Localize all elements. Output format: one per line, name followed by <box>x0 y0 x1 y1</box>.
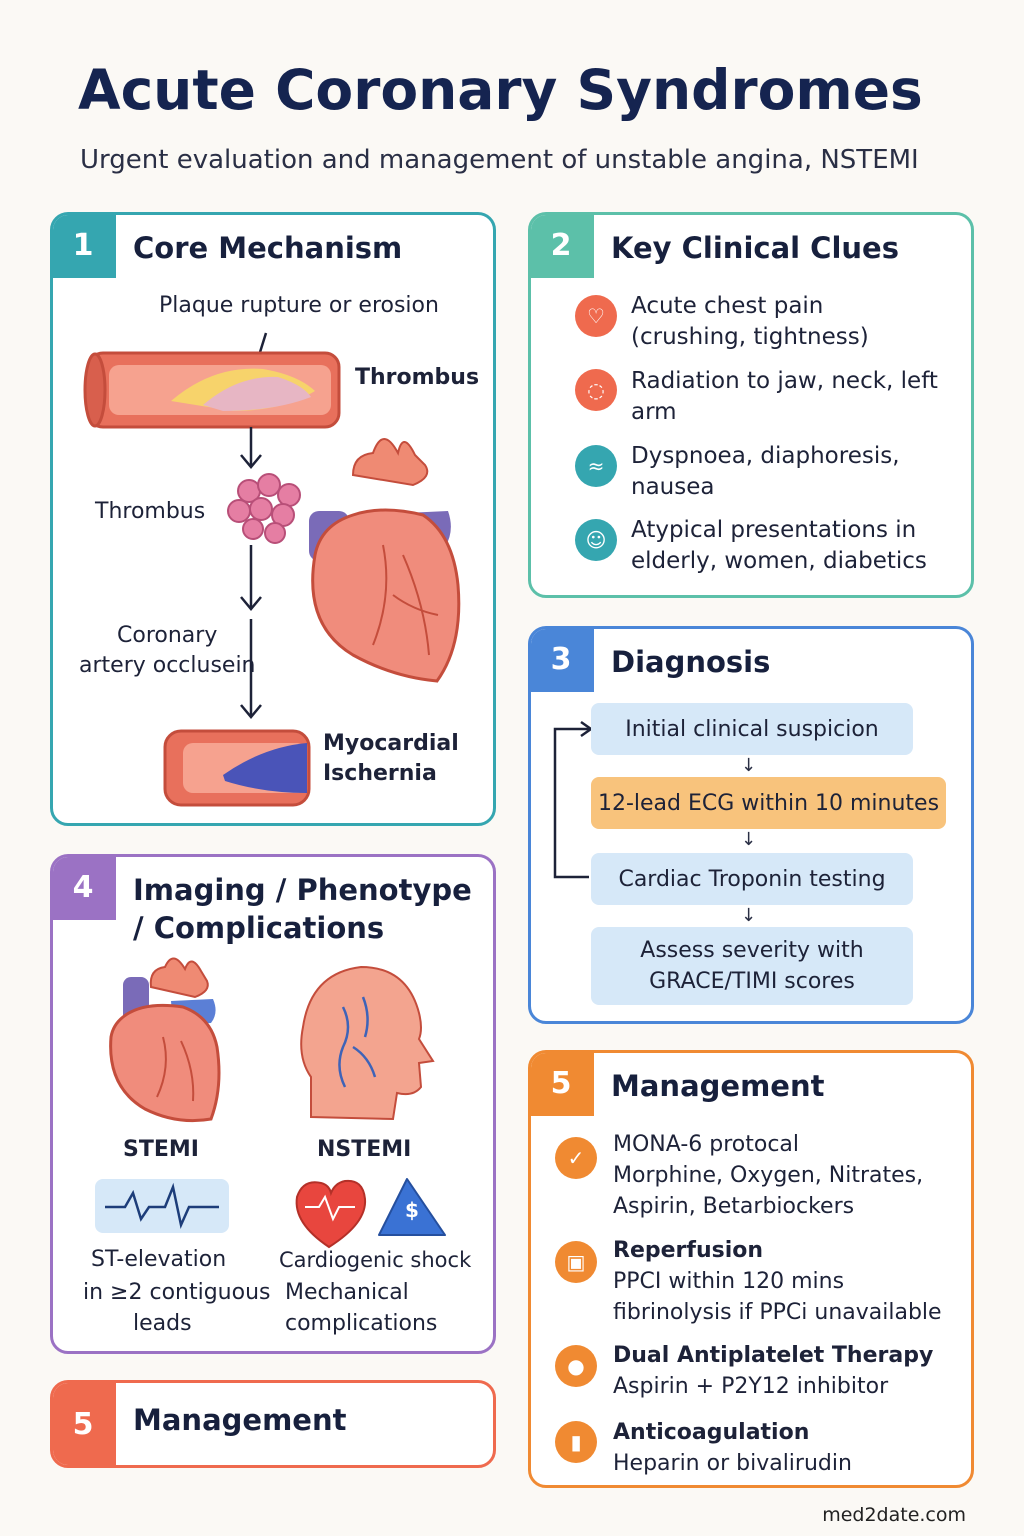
breathing-icon: ≈ <box>575 445 617 487</box>
mechanism-illustration <box>83 332 461 807</box>
stemi-label: STEMI <box>123 1137 199 1162</box>
panel-number: 3 <box>531 629 594 692</box>
elderly-person-icon: ☺ <box>575 519 617 561</box>
nstemi-desc: Cardiogenic shock <box>279 1248 472 1272</box>
radiation-icon: ◌ <box>575 369 617 411</box>
panel-number: 4 <box>53 857 116 920</box>
heart-icon <box>309 438 461 683</box>
panel-title: Imaging / Phenotype / Complications <box>133 873 472 945</box>
panel-title: Diagnosis <box>611 645 771 679</box>
panel-management: 5 Management ✓ MONA-6 protocal Morphine,… <box>528 1050 974 1488</box>
stemi-desc: leads <box>133 1311 192 1336</box>
management-item: MONA-6 protocal Morphine, Oxygen, Nitrat… <box>613 1132 924 1219</box>
check-icon: ✓ <box>555 1137 597 1179</box>
management-item: Reperfusion PPCI within 120 mins fibrino… <box>613 1238 942 1325</box>
vial-icon: ▮ <box>555 1421 597 1463</box>
pills-icon: ● <box>555 1345 597 1387</box>
diagnosis-step: Initial clinical suspicion <box>591 703 913 755</box>
nstemi-desc: complications <box>285 1311 438 1336</box>
stemi-desc: in ≥2 contiguous <box>83 1280 271 1305</box>
stemi-heart-icon <box>109 957 221 1123</box>
panel-title: Key Clinical Clues <box>611 231 899 265</box>
ischemia-label-2: Ischernia <box>323 761 437 786</box>
down-arrow-icon: ↓ <box>741 755 757 776</box>
diagnosis-step: Cardiac Troponin testing <box>591 853 913 905</box>
panel-imaging-phenotype: 4 Imaging / Phenotype / Complications <box>50 854 496 1354</box>
thrombus-cluster-icon <box>227 473 301 544</box>
down-arrow-icon: ↓ <box>741 829 757 850</box>
thrombus-label-left: Thrombus <box>95 499 206 524</box>
panel-title: Core Mechanism <box>133 231 403 265</box>
phenotype-illustrations <box>95 957 446 1249</box>
occlusion-label-2: artery occlusein <box>79 653 256 678</box>
page-title: Acute Coronary Syndromes <box>78 58 923 122</box>
clue-item: Acute chest pain(crushing, tightness) <box>631 293 869 350</box>
panel-clinical-clues: 2 Key Clinical Clues ♡ Acute chest pain(… <box>528 212 974 598</box>
footer-site[interactable]: med2date.com <box>822 1504 966 1526</box>
panel-number: 5 <box>531 1053 594 1116</box>
panel-title: Management <box>133 1403 347 1437</box>
page-subtitle: Urgent evaluation and management of unst… <box>80 145 919 175</box>
panel-number: 1 <box>53 215 116 278</box>
diagnosis-step-ecg: 12-lead ECG within 10 minutes <box>591 777 946 829</box>
dollar-symbol: $ <box>405 1198 419 1222</box>
management-item: Anticoagulation Heparin or bivalirudin <box>613 1420 852 1476</box>
occlusion-label-1: Coronary <box>117 623 218 648</box>
nstemi-desc: Mechanical <box>285 1280 409 1305</box>
chest-pain-icon: ♡ <box>575 295 617 337</box>
shock-warning-icon <box>378 1178 446 1236</box>
panel-diagnosis: 3 Diagnosis Initial clinical suspicion ↓… <box>528 626 974 1024</box>
clipboard-icon: ▣ <box>555 1241 597 1283</box>
ischemia-label-1: Myocardial <box>323 731 459 756</box>
clue-item: Dyspnoea, diaphoresis,nausea <box>631 443 900 500</box>
broken-heart-icon <box>295 1179 367 1249</box>
nstemi-label: NSTEMI <box>317 1137 412 1162</box>
panel-core-mechanism: 1 Core Mechanism Plaque rupture or erosi… <box>50 212 496 826</box>
panel-number: 2 <box>531 215 594 278</box>
thrombus-label-right: Thrombus <box>355 365 480 390</box>
panel-number: 5 <box>53 1383 116 1465</box>
management-item: Dual Antiplatelet Therapy Aspirin + P2Y1… <box>613 1343 934 1399</box>
artery-plaque-icon <box>83 351 341 429</box>
down-arrow-icon: ↓ <box>741 905 757 926</box>
panel-title: Management <box>611 1069 825 1103</box>
stemi-desc: ST-elevation <box>91 1247 227 1272</box>
occluded-artery-icon <box>163 729 311 807</box>
nstemi-head-icon <box>300 965 435 1121</box>
ecg-trace-icon <box>95 1179 229 1233</box>
panel-management-small: 5 Management <box>50 1380 496 1468</box>
plaque-label: Plaque rupture or erosion <box>159 293 439 318</box>
